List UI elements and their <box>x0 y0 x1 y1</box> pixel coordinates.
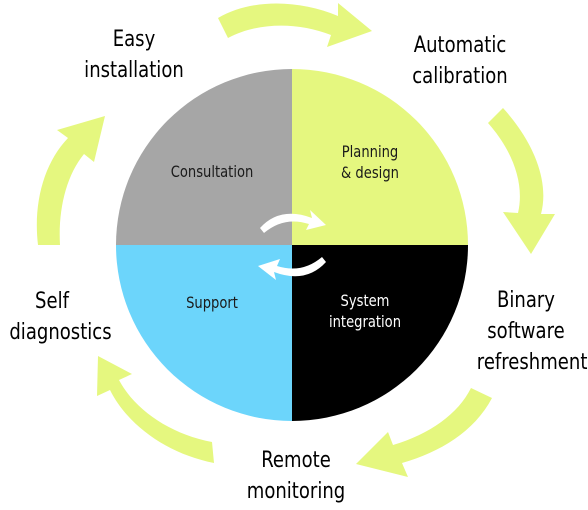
step-label-line: Remote <box>261 448 331 473</box>
step-label-line: software <box>487 319 565 344</box>
step-label-line: monitoring <box>246 479 346 504</box>
cycle-arrows <box>36 3 555 477</box>
quadrant-label-line: Planning <box>341 142 399 161</box>
quadrant-label-line: integration <box>328 312 402 331</box>
center-arrow-top <box>260 210 326 233</box>
quadrant-integration <box>292 245 468 421</box>
step-label-line: Easy <box>112 27 156 52</box>
step-label-line: installation <box>84 58 184 83</box>
quadrant-label-line: Consultation <box>170 162 254 181</box>
curved-arrow-icon <box>356 388 492 477</box>
quadrant-label-line: Support <box>186 293 238 312</box>
quadrant-label-consultation: Consultation <box>163 161 261 182</box>
curved-arrow-icon <box>218 3 372 47</box>
step-label-line: calibration <box>412 64 508 89</box>
quadrant-label-planning: Planning & design <box>321 141 419 183</box>
step-self-diagnostics: Self diagnostics <box>9 286 112 348</box>
step-label-line: refreshment <box>476 350 588 375</box>
step-remote-monitoring: Remote monitoring <box>239 445 354 507</box>
quadrant-label-integration: System integration <box>316 290 414 332</box>
step-label-line: diagnostics <box>9 320 112 345</box>
quadrant-consultation <box>116 69 292 245</box>
center-arrow-bottom <box>258 257 326 280</box>
circular-arrows-icon <box>258 210 326 280</box>
curved-arrow-icon <box>488 108 555 254</box>
curved-arrow-icon <box>97 356 214 463</box>
quadrant-planning <box>292 69 468 245</box>
quadrant-label-line: System <box>340 291 390 310</box>
step-automatic-calibration: Automatic calibration <box>403 30 518 92</box>
quadrant-support <box>116 245 292 421</box>
curved-arrow-icon <box>36 116 105 245</box>
step-easy-installation: Easy installation <box>77 24 192 86</box>
quadrant-label-support: Support <box>163 292 261 313</box>
step-binary-software-refreshment: Binary software refreshment <box>476 285 588 378</box>
center-circle <box>116 69 468 421</box>
step-label-line: Binary <box>497 288 555 313</box>
quadrant-label-line: & design <box>341 163 399 182</box>
step-label-line: Self <box>35 289 69 314</box>
step-label-line: Automatic <box>413 33 507 58</box>
